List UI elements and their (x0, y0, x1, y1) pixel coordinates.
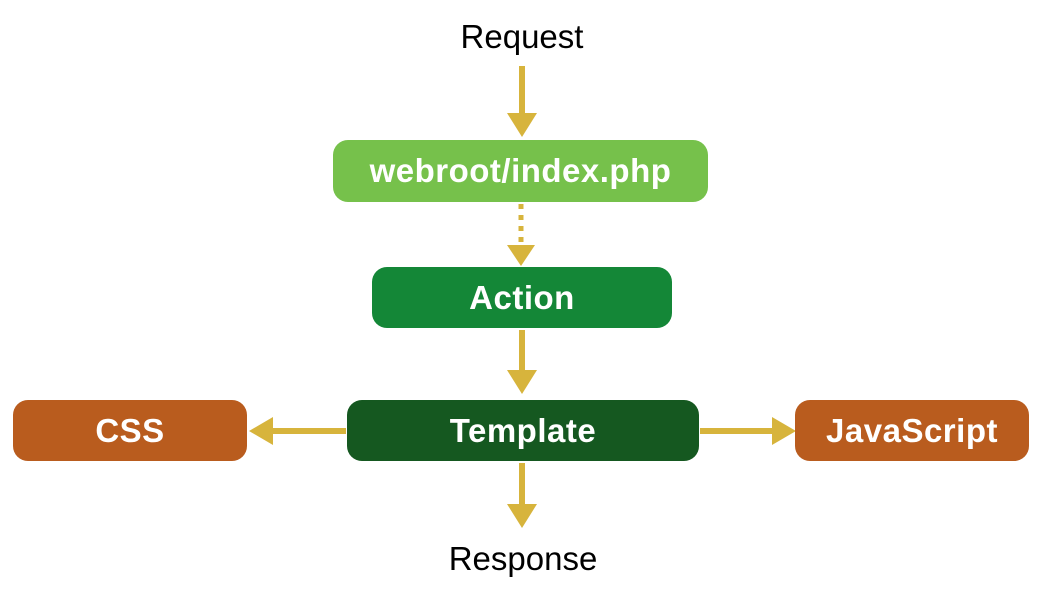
node-webroot-index-php: webroot/index.php (333, 140, 708, 202)
node-javascript: JavaScript (795, 400, 1029, 461)
arrow-action-to-template-icon (507, 330, 537, 394)
arrow-webroot-to-action-dotted-icon (507, 204, 535, 266)
arrow-template-to-javascript-icon (700, 417, 796, 445)
node-template: Template (347, 400, 699, 461)
arrow-request-to-webroot-icon (507, 66, 537, 137)
node-css: CSS (13, 400, 247, 461)
arrow-template-to-css-icon (249, 417, 346, 445)
request-label: Request (460, 18, 584, 55)
node-action: Action (372, 267, 672, 328)
arrow-template-to-response-icon (507, 463, 537, 528)
response-label: Response (448, 540, 598, 577)
